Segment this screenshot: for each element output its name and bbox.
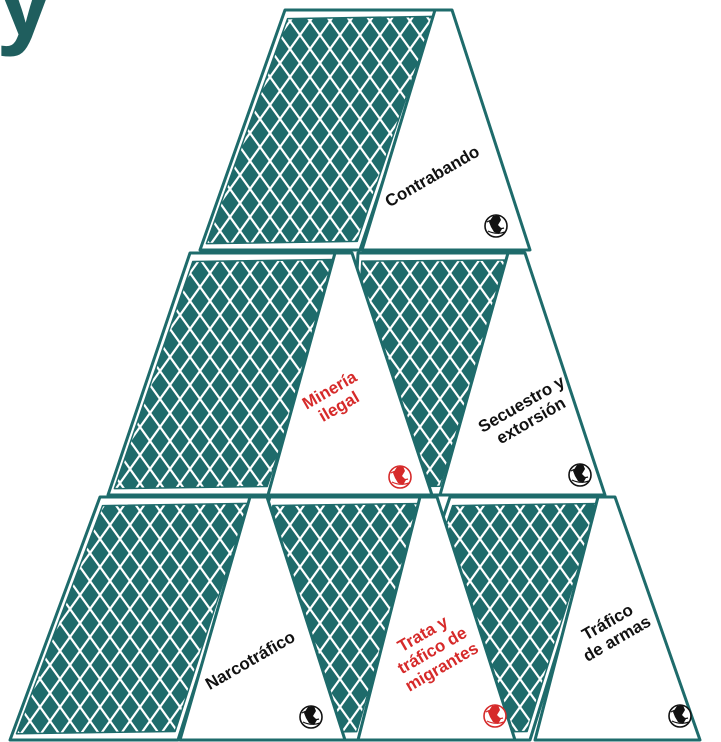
globe-map-icon [485, 215, 507, 237]
globe-map-icon [300, 706, 322, 728]
globe-map-icon [484, 705, 506, 727]
globe-map-icon [389, 466, 411, 488]
globe-map-icon [669, 705, 691, 727]
globe-map-icon [569, 464, 591, 486]
